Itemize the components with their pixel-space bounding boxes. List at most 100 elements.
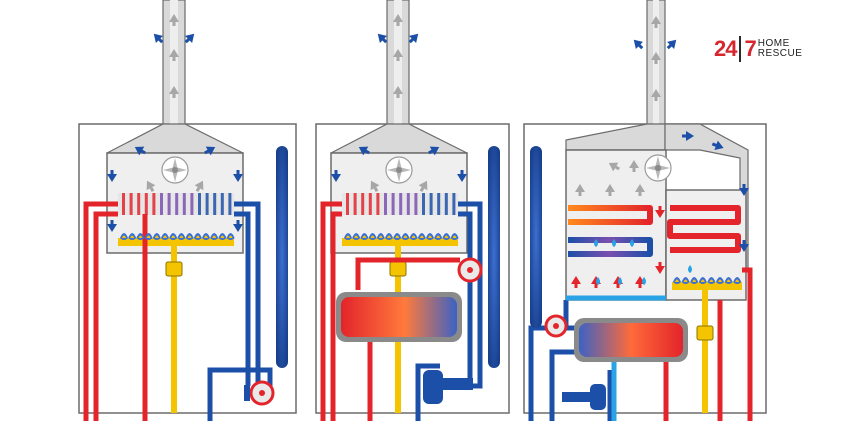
hot-water-pipes (83, 201, 148, 421)
flue-arrow (651, 52, 661, 64)
exchanger-fin (437, 193, 441, 215)
exchanger-fin (444, 193, 448, 215)
exchanger-fin (122, 193, 125, 215)
burner-flame-core (362, 235, 367, 238)
burner-flame-core (346, 235, 350, 238)
air-arrow (233, 170, 243, 182)
burner-flame-core (204, 235, 208, 238)
burner-flame-core (179, 235, 184, 238)
exchanger-fin (368, 193, 372, 215)
heat-arrow (571, 276, 581, 288)
burner-flame-core (411, 235, 416, 238)
condensate-drop (688, 265, 692, 273)
gas-valve (165, 246, 183, 413)
burner-flame-core (428, 235, 432, 238)
diagram-system-boiler (315, 0, 510, 421)
burner-flame-core (692, 279, 697, 282)
brand-logo: 24 7 HOME RESCUE (714, 34, 802, 64)
expansion-vessel (488, 146, 500, 368)
generated-marks (107, 14, 749, 288)
flue-arrow (169, 14, 179, 26)
exchanger-fin (205, 193, 209, 215)
flue-pipe (106, 0, 244, 154)
logo-word-bottom: RESCUE (757, 48, 803, 59)
heat-arrow (655, 262, 665, 274)
air-arrow (134, 146, 146, 156)
pump-icon (544, 314, 568, 338)
burner-flame-core (735, 279, 740, 282)
heat-arrow (613, 276, 623, 288)
burner-flame-core (419, 235, 424, 238)
exchanger-fin (220, 193, 224, 215)
exhaust-arrow (408, 33, 419, 44)
exhaust-arrow (666, 39, 677, 50)
logo-words: HOME RESCUE (758, 39, 803, 59)
exchanger-fin (391, 193, 395, 215)
burner-flame-core (378, 235, 383, 238)
air-arrow (331, 170, 341, 182)
burner-flame-core (220, 235, 225, 238)
exchanger-fin (422, 193, 425, 215)
expansion-vessel (276, 146, 288, 368)
burner-flame-core (354, 235, 359, 238)
condensate-drop (594, 239, 598, 247)
burner (118, 238, 234, 246)
burner-flame-core (122, 235, 126, 238)
flue-arrow (651, 16, 661, 28)
burner-flame-core (187, 235, 192, 238)
flue-gas-arrow (711, 140, 724, 151)
air-arrow (204, 146, 216, 156)
burner-flame-core (675, 279, 679, 282)
pump-icon (244, 380, 275, 406)
exchanger-fin (406, 193, 410, 215)
flue-gas-arrow (739, 184, 749, 196)
plate-heat-exchanger (336, 292, 462, 342)
exchanger-fin (361, 193, 365, 215)
exchanger-fin (414, 193, 418, 215)
exchanger-fin (190, 193, 194, 215)
expansion-vessel (530, 146, 542, 328)
air-arrow (107, 170, 117, 182)
exchanger-fin (175, 193, 179, 215)
fan-icon (644, 154, 672, 182)
logo-number-left: 24 (714, 36, 738, 61)
rising-gas-arrow (605, 184, 615, 196)
exchanger-fin (182, 193, 186, 215)
heat-arrow (591, 276, 601, 288)
burner-flame-core (403, 235, 408, 238)
heat-arrow (635, 276, 645, 288)
exchanger-fin (228, 193, 232, 215)
logo-number-right: 7 (744, 36, 756, 61)
exhaust-arrow (153, 33, 164, 44)
condensate-drop (642, 277, 646, 285)
rising-gas-arrow (635, 184, 645, 196)
fan-icon (161, 156, 189, 184)
combustion-arrow (146, 180, 156, 192)
exhaust-arrow (633, 39, 644, 50)
exchanger-fin (160, 193, 163, 215)
burner-flame-core (130, 235, 135, 238)
air-arrow (457, 170, 467, 182)
coil-hot (568, 205, 653, 225)
burner (342, 238, 458, 246)
flue-pipe (330, 0, 468, 154)
exchanger-fin (167, 193, 171, 215)
rising-gas-arrow (575, 184, 585, 196)
air-arrow (107, 220, 117, 232)
logo-word-top: HOME (757, 38, 790, 49)
fan-icon (385, 156, 413, 184)
burner-flame-core (726, 279, 731, 282)
coil-secondary (667, 205, 741, 253)
exchanger-fin (452, 193, 456, 215)
condensate-drop (596, 277, 600, 285)
diverter-valve (562, 384, 606, 410)
burner-flame-core (228, 235, 233, 238)
exchanger-fin (144, 193, 148, 215)
flue-arrow (169, 49, 179, 61)
diagram-combi-boiler (78, 0, 297, 421)
burner-flame-core (146, 235, 151, 238)
hot-water-pipes (663, 267, 753, 421)
boiler-casing (315, 123, 510, 414)
